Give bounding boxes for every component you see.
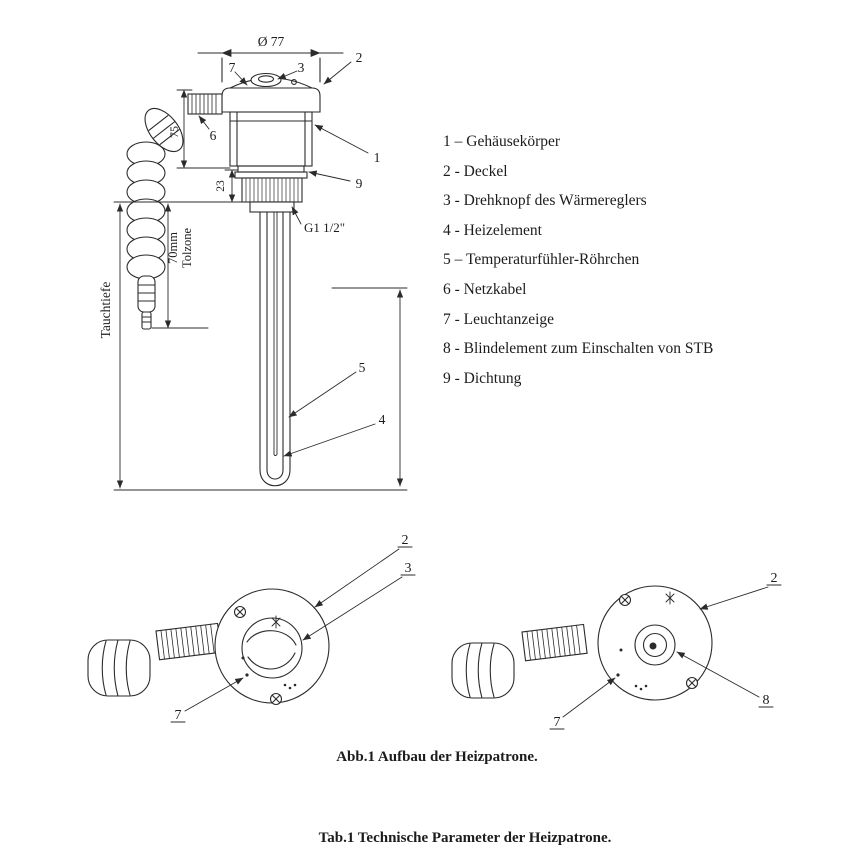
dim-label-tauchtiefe: Tauchtiefe bbox=[98, 282, 113, 339]
callout-6: 6 bbox=[210, 128, 217, 143]
screw-icon bbox=[269, 692, 283, 706]
callout-7: 7 bbox=[175, 708, 182, 723]
dim-label-diameter: Ø 77 bbox=[258, 34, 285, 49]
legend-item-7: 7 - Leuchtanzeige bbox=[443, 310, 555, 328]
top-view-regulator bbox=[87, 546, 416, 723]
legend-item-1: 1 – Gehäusekörper bbox=[443, 133, 561, 150]
callout-8: 8 bbox=[763, 693, 770, 708]
star-mark bbox=[665, 591, 675, 605]
coiled-cable bbox=[126, 141, 166, 280]
legend-item-9: 9 - Dichtung bbox=[443, 369, 522, 387]
top-view-blind-element bbox=[451, 584, 782, 730]
legend-item-5: 5 – Temperaturfühler-Röhrchen bbox=[443, 251, 640, 269]
callout-7: 7 bbox=[554, 715, 561, 730]
dimension-23 bbox=[224, 169, 243, 203]
legend-item-8: 8 - Blindelement zum Einschalten von STB bbox=[443, 340, 714, 358]
callout-1: 1 bbox=[374, 150, 381, 165]
callout-4: 4 bbox=[379, 412, 386, 427]
screw-icon bbox=[233, 605, 247, 619]
cable-gland bbox=[521, 623, 588, 662]
cable-elbow bbox=[144, 107, 184, 153]
dim-label-tolzone: Tolzone bbox=[180, 228, 194, 269]
callout-2: 2 bbox=[771, 571, 778, 586]
cable-gland bbox=[155, 622, 222, 661]
callout-7: 7 bbox=[229, 60, 236, 75]
figure-caption: Abb.1 Aufbau der Heizpatrone. bbox=[336, 749, 538, 765]
callout-3: 3 bbox=[405, 561, 412, 576]
plug bbox=[451, 642, 515, 699]
leader-lines bbox=[198, 61, 376, 457]
screw-icon bbox=[685, 676, 699, 690]
screw-icon bbox=[618, 593, 632, 607]
callout-underlines bbox=[549, 584, 782, 730]
legend-item-4: 4 - Heizelement bbox=[443, 221, 542, 239]
cover-circle bbox=[597, 585, 713, 701]
dimension-tauchtiefe bbox=[113, 201, 408, 491]
gasket-rings bbox=[234, 165, 308, 179]
leader-lines bbox=[562, 586, 769, 718]
dimension-70mm bbox=[151, 203, 209, 329]
leader-lines bbox=[184, 548, 403, 712]
callout-underlines bbox=[170, 546, 416, 723]
thread-size-label: G1 1/2" bbox=[304, 220, 345, 235]
callout-9: 9 bbox=[356, 176, 363, 191]
thread-section bbox=[241, 177, 303, 203]
cover-circle bbox=[214, 588, 330, 704]
dim-label-23: 23 bbox=[215, 180, 227, 192]
detail-dots bbox=[616, 648, 648, 691]
table-caption: Tab.1 Technische Parameter der Heizpatro… bbox=[318, 830, 612, 846]
dim-label-75: 75 bbox=[167, 126, 181, 138]
legend-item-3: 3 - Drehknopf des Wärmereglers bbox=[443, 192, 647, 210]
plug bbox=[87, 639, 151, 697]
cable-gland bbox=[187, 93, 223, 115]
legend-item-6: 6 - Netzkabel bbox=[443, 280, 527, 298]
detail-dots bbox=[241, 656, 297, 690]
housing-body bbox=[229, 111, 313, 167]
main-assembly-drawing: Ø 77 7 3 2 6 75 1 9 23 G1 1/2" 70mm Tolz… bbox=[98, 34, 408, 491]
blind-element-boss bbox=[634, 624, 676, 666]
dimension-tube-length bbox=[331, 287, 408, 487]
callout-5: 5 bbox=[359, 360, 366, 375]
sensor-tube bbox=[273, 211, 278, 456]
dimension-75 bbox=[176, 89, 231, 169]
callout-3: 3 bbox=[298, 60, 305, 75]
top-views-drawing: 2 3 7 2 7 8 bbox=[87, 533, 782, 730]
collar bbox=[249, 201, 295, 213]
legend-item-2: 2 - Deckel bbox=[443, 162, 508, 180]
dimension-diameter bbox=[197, 49, 344, 83]
callout-2: 2 bbox=[402, 533, 409, 548]
callout-2: 2 bbox=[356, 50, 363, 65]
parts-legend: 1 – Gehäusekörper 2 - Deckel 3 - Drehkno… bbox=[443, 127, 713, 393]
star-mark bbox=[271, 615, 281, 629]
cable-end-plug bbox=[137, 275, 156, 330]
cap-group bbox=[221, 72, 321, 113]
heating-element-tubes bbox=[259, 211, 291, 487]
dim-label-70mm: 70mm bbox=[166, 232, 180, 264]
